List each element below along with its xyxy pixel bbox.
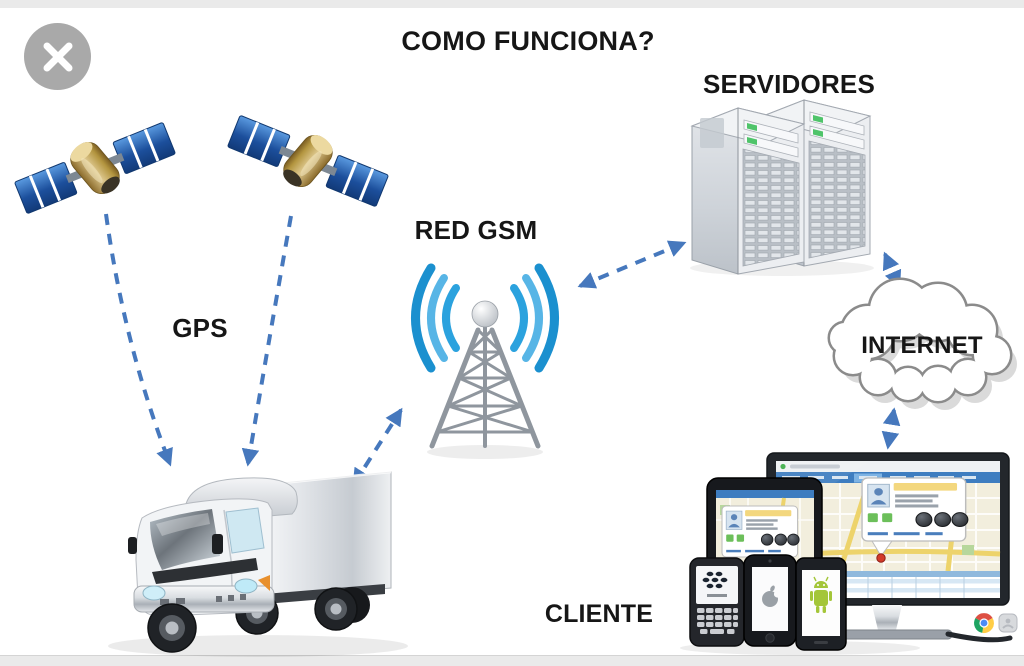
label-gps: GPS	[172, 313, 228, 343]
bottom-edge-strip	[0, 655, 1024, 666]
antenna-tower-icon	[411, 263, 559, 459]
label-internet: INTERNET	[861, 332, 983, 359]
label-cliente: CLIENTE	[544, 600, 654, 628]
diagram-title: COMO FUNCIONA?	[401, 26, 655, 56]
close-icon	[43, 42, 72, 71]
android-phone	[795, 557, 847, 651]
iphone	[743, 554, 797, 647]
client-devices-icon	[680, 452, 1018, 655]
satellite-icon-right	[220, 100, 396, 223]
connection-internet-client	[881, 407, 901, 450]
top-edge-strip	[0, 0, 1024, 8]
app-icon-gray	[998, 613, 1018, 633]
android-logo	[810, 576, 832, 613]
blackberry-phone	[689, 557, 745, 647]
satellite-icon-left	[7, 107, 183, 230]
cloud-icon	[827, 277, 1017, 410]
connection-truck-gsm	[352, 407, 403, 487]
label-red-gsm: RED GSM	[414, 215, 538, 245]
connection-gsm-servers	[577, 240, 687, 289]
truck-icon	[108, 470, 408, 657]
connection-satellite-left-truck	[104, 213, 173, 467]
connection-satellite-right-truck	[241, 215, 293, 467]
close-button[interactable]	[24, 23, 91, 90]
blackberry-logo	[702, 571, 728, 589]
server-rack-icon	[690, 99, 874, 276]
label-servidores: SERVIDORES	[702, 69, 875, 99]
server-tower-front	[691, 107, 805, 275]
apple-logo	[762, 585, 782, 607]
chrome-icon	[974, 613, 994, 634]
